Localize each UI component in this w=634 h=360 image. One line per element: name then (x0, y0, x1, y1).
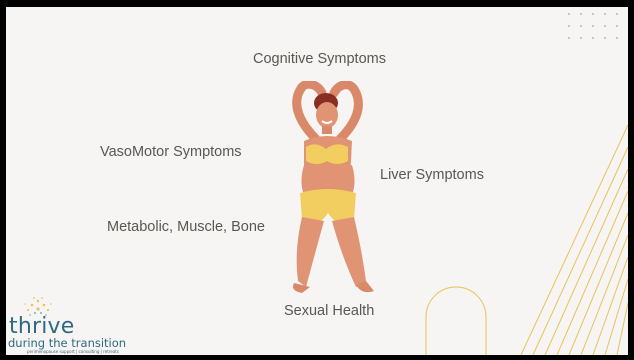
vasomotor-symptoms-label: VasoMotor Symptoms (100, 144, 242, 160)
slide: Cognitive Symptoms VasoMotor Symptoms Li… (6, 7, 628, 355)
sexual-health-label: Sexual Health (284, 303, 374, 319)
cognitive-symptoms-label: Cognitive Symptoms (253, 51, 386, 67)
brand-subtitle: during the transition (8, 336, 126, 350)
arch-shape (426, 287, 486, 355)
brand-tagline: perimenopause support | consulting | ret… (27, 349, 119, 354)
liver-symptoms-label: Liver Symptoms (380, 167, 484, 183)
woman-illustration (278, 81, 378, 299)
metabolic-muscle-bone-label: Metabolic, Muscle, Bone (107, 219, 265, 235)
